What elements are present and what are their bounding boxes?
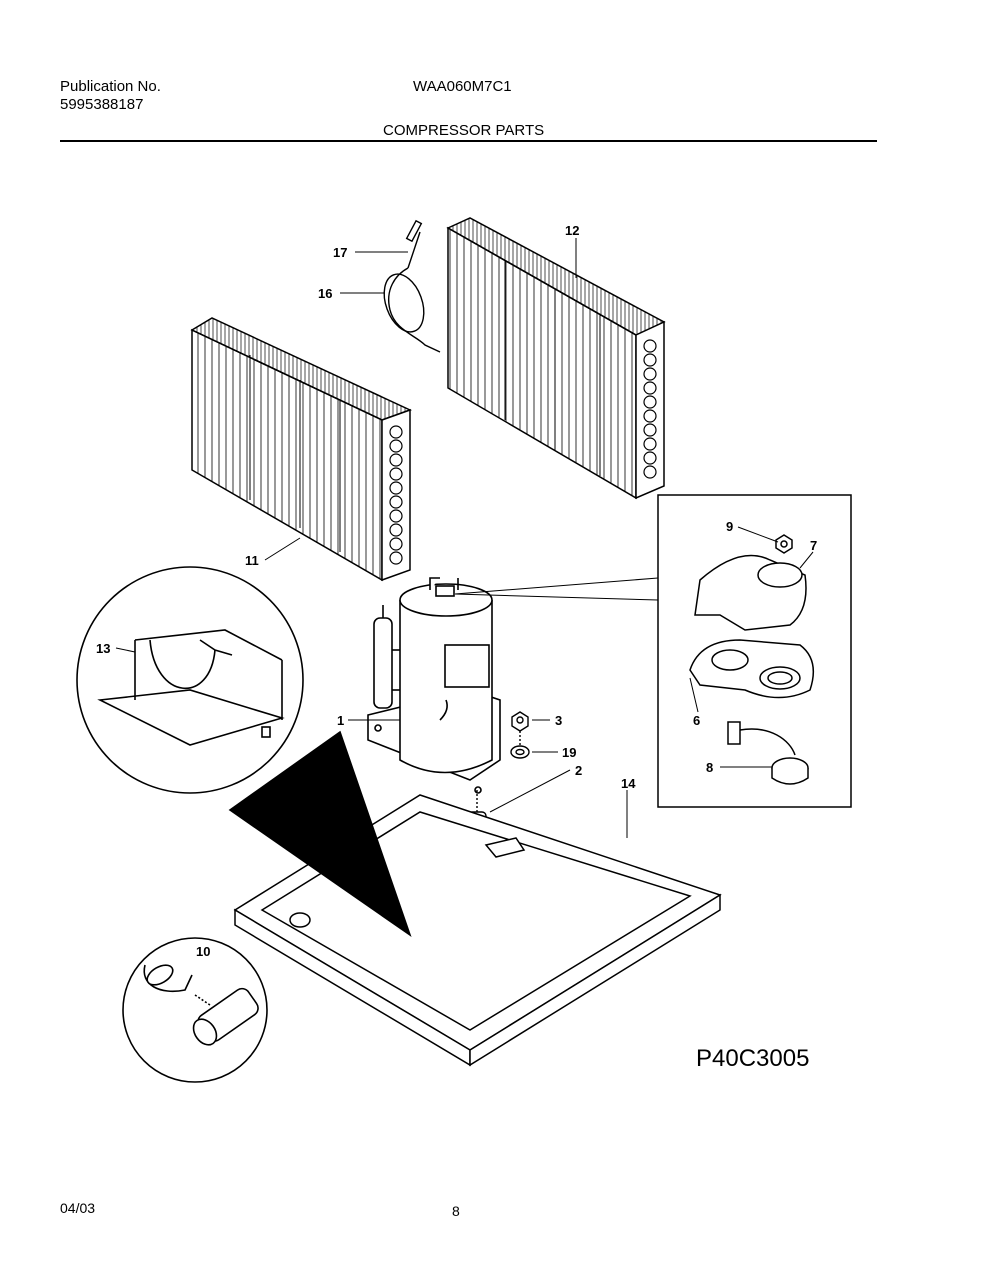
publication-number: 5995388187 (60, 96, 144, 113)
section-title: COMPRESSOR PARTS (383, 122, 545, 139)
footer-date: 04/03 (60, 1200, 96, 1216)
publication-label: Publication No. (60, 78, 161, 95)
model-number: WAA060M7C1 (413, 78, 512, 95)
callout-16: 16 (318, 286, 332, 301)
diagram-code: P40C3005 (696, 1045, 809, 1072)
callout-2: 2 (575, 763, 582, 778)
callout-13: 13 (96, 641, 110, 656)
callout-9: 9 (726, 519, 733, 534)
thermistor-sensor (383, 219, 441, 353)
nut-and-washer (510, 711, 530, 759)
compressor (367, 577, 501, 794)
callout-1: 1 (337, 713, 344, 728)
callout-17: 17 (333, 245, 347, 260)
callout-14: 14 (621, 776, 636, 791)
header-rule (60, 140, 877, 142)
page-number: 8 (452, 1203, 460, 1219)
callout-12: 12 (565, 223, 579, 238)
callout-8: 8 (706, 760, 713, 775)
detail-magnifier-10 (122, 937, 268, 1083)
detail-magnifier-13 (76, 566, 412, 938)
leader-lines (115, 238, 814, 838)
electrical-parts-inset (454, 494, 852, 808)
callout-19: 19 (562, 745, 576, 760)
condenser-coil (190, 317, 412, 582)
callout-10: 10 (196, 944, 210, 959)
callout-6: 6 (693, 713, 700, 728)
callout-11: 11 (245, 553, 259, 568)
callout-labels: 17 16 12 11 13 1 3 19 2 14 9 7 6 8 10 (96, 223, 817, 959)
callout-7: 7 (810, 538, 817, 553)
callout-3: 3 (555, 713, 562, 728)
evaporator-coil (446, 217, 666, 500)
